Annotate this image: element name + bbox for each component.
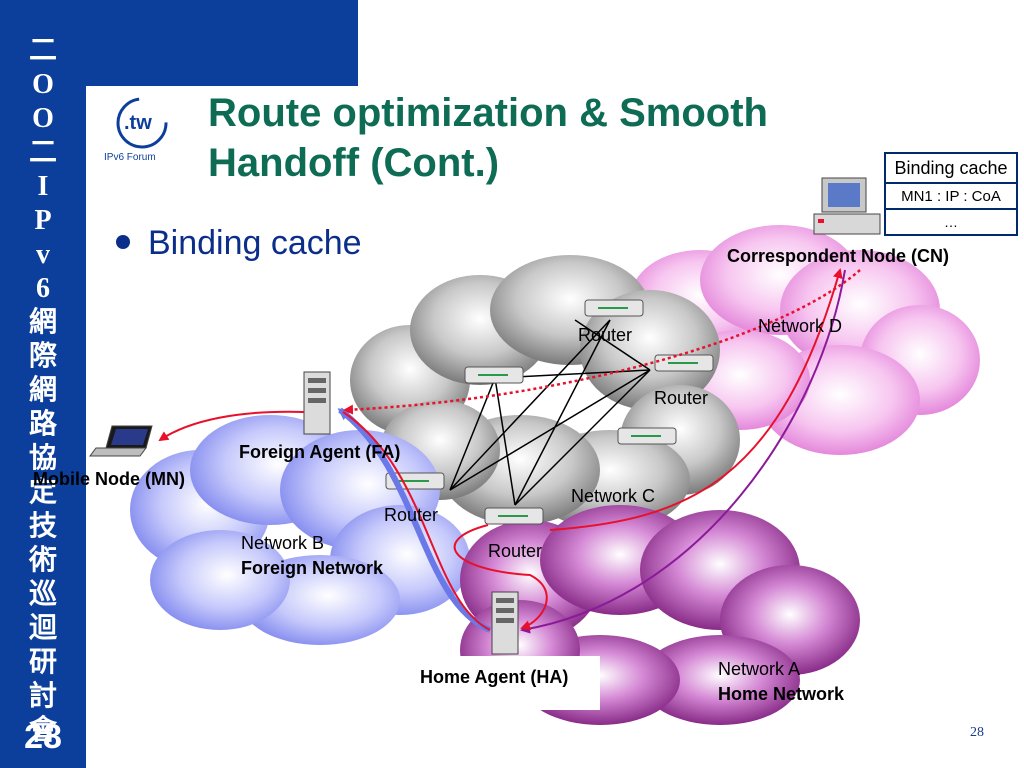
- sidebar-char: 迴: [28, 613, 57, 644]
- arrow-router-to-cn: [549, 268, 843, 531]
- router-icon: [484, 507, 544, 525]
- sidebar: [0, 0, 86, 768]
- label-network-a: Network A: [718, 659, 800, 679]
- bullet-text: Binding cache: [148, 224, 362, 262]
- binding-cache-table: Binding cache MN1 : IP : CoA …: [884, 152, 1018, 236]
- cloud-network-c: [350, 255, 740, 530]
- sidebar-char: I: [37, 171, 49, 202]
- label-router-right: Router: [654, 388, 708, 408]
- router-mesh-links: [449, 319, 651, 506]
- slide-title: Route optimization & Smooth Handoff (Con…: [208, 88, 888, 188]
- sidebar-char: 會: [28, 715, 57, 746]
- sidebar-char: v: [36, 239, 50, 270]
- router-icon: [464, 366, 524, 384]
- router-icon: [654, 354, 714, 372]
- router-icon: [584, 299, 644, 317]
- sidebar-char: 巡: [28, 579, 57, 610]
- sidebar-char: 二: [28, 35, 57, 66]
- arrow-ha-to-fa-blue: [337, 407, 492, 633]
- sidebar-char: P: [34, 205, 52, 236]
- sidebar-char: 術: [28, 545, 57, 576]
- cloud-network-b: [130, 415, 470, 645]
- ipv6-forum-logo: .tw: [116, 97, 168, 149]
- sidebar-char: O: [32, 103, 54, 134]
- sidebar-vertical-title: 二 O O 二 I P v 6 網 際 網 路 協 定 技 術 巡 迴 研 討 …: [0, 34, 86, 748]
- sidebar-char: 路: [28, 409, 57, 440]
- sidebar-char: O: [32, 69, 54, 100]
- title-line-1: Route optimization & Smooth: [208, 91, 768, 135]
- logo-caption: IPv6 Forum: [104, 152, 156, 163]
- label-router-top: Router: [578, 325, 632, 345]
- page-number: 28: [970, 725, 984, 740]
- label-home-agent: Home Agent (HA): [420, 667, 568, 687]
- sidebar-char: 技: [28, 511, 57, 542]
- ha-label-panel: [372, 656, 600, 710]
- router-icon: [617, 427, 677, 445]
- label-foreign-network: Foreign Network: [241, 558, 384, 578]
- sidebar-char: 研: [28, 647, 57, 678]
- sidebar-char: 定: [28, 477, 57, 508]
- binding-cache-row: MN1 : IP : CoA: [884, 182, 1018, 210]
- binding-cache-row: …: [884, 208, 1018, 236]
- sidebar-char: 網: [28, 307, 57, 338]
- title-line-2: Handoff (Cont.): [208, 141, 500, 185]
- bullet-dot: [116, 235, 130, 250]
- sidebar-char: 協: [28, 443, 57, 474]
- sidebar-slide-number: 28: [24, 718, 62, 756]
- foreign-agent-server-icon: [303, 371, 331, 435]
- cloud-network-a: [460, 505, 860, 725]
- label-network-d: Network D: [758, 316, 842, 336]
- label-router-fa: Router: [384, 505, 438, 525]
- correspondent-node-computer-icon: [813, 177, 881, 235]
- arrow-fa-to-mn: [158, 410, 305, 442]
- arrow-router-loop-to-ha: [453, 524, 548, 631]
- label-network-b: Network B: [241, 533, 324, 553]
- sidebar-char: 際: [28, 341, 57, 372]
- sidebar-char: 討: [28, 681, 57, 712]
- arrow-ha-to-fa-red: [342, 411, 491, 631]
- sidebar-char: 二: [28, 137, 57, 168]
- binding-cache-header: Binding cache: [884, 152, 1018, 184]
- arrow-cn-to-fa-dotted: [343, 269, 861, 415]
- label-home-network: Home Network: [718, 684, 845, 704]
- label-foreign-agent: Foreign Agent (FA): [239, 442, 400, 462]
- label-router-ha: Router: [488, 541, 542, 561]
- mobile-node-laptop-icon: [89, 425, 153, 457]
- top-banner: [86, 0, 358, 86]
- label-mobile-node: Mobile Node (MN): [33, 469, 185, 489]
- bullet-item: Binding cache: [116, 224, 362, 263]
- home-agent-server-icon: [491, 591, 519, 655]
- logo-mark: .tw: [124, 112, 152, 134]
- sidebar-char: 6: [36, 273, 50, 304]
- sidebar-char: 網: [28, 375, 57, 406]
- label-network-c: Network C: [571, 486, 655, 506]
- arrow-cn-to-ha-purple: [520, 269, 846, 634]
- label-correspondent-node: Correspondent Node (CN): [727, 246, 949, 266]
